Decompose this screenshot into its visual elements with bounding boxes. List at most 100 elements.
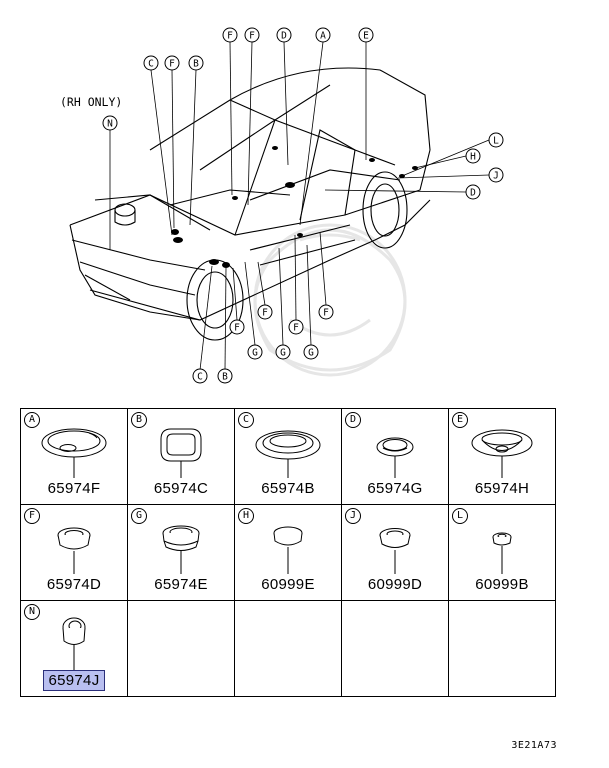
grommet-plug-icon <box>379 528 411 574</box>
svg-text:N: N <box>107 119 113 130</box>
part-number: 65974C <box>153 480 209 497</box>
svg-text:D: D <box>281 31 287 42</box>
grommet-dome-icon <box>471 429 533 478</box>
callout-f: F <box>257 304 273 320</box>
empty-cell <box>127 600 235 697</box>
empty-cell <box>341 600 449 697</box>
callout-f: F <box>222 27 238 43</box>
callout-e: E <box>358 27 374 43</box>
part-letter: J <box>345 508 361 524</box>
svg-text:J: J <box>493 171 499 182</box>
table-row: A 65974F B 65974C C <box>20 408 556 505</box>
svg-text:G: G <box>252 348 258 359</box>
grommet-ring-large-icon <box>255 430 321 478</box>
empty-cell <box>234 600 342 697</box>
svg-text:G: G <box>280 348 286 359</box>
part-number: 60999E <box>261 576 315 593</box>
svg-text:G: G <box>308 348 314 359</box>
callout-d: D <box>276 27 292 43</box>
rh-only-note: (RH ONLY) <box>60 95 122 109</box>
callout-j: J <box>488 167 504 183</box>
part-number: 65974H <box>474 480 530 497</box>
callout-a: A <box>315 27 331 43</box>
figure-code: 3E21A73 <box>511 740 557 751</box>
empty-cell <box>448 600 556 697</box>
part-cell-n[interactable]: N 65974J <box>20 600 128 697</box>
highlighted-part-label: 65974J <box>43 670 105 691</box>
svg-text:B: B <box>222 372 228 383</box>
part-letter: A <box>24 412 40 428</box>
part-number: 65974E <box>154 576 208 593</box>
part-cell-c[interactable]: C 65974B <box>234 408 342 505</box>
callout-g: G <box>247 344 263 360</box>
svg-text:F: F <box>234 323 240 334</box>
part-number: 60999B <box>475 576 529 593</box>
svg-text:L: L <box>493 136 499 147</box>
callout-c: C <box>192 368 208 384</box>
grommet-cap-icon <box>273 526 303 574</box>
part-number: 65974D <box>46 576 102 593</box>
watermark <box>253 223 407 377</box>
callout-f: F <box>229 319 245 335</box>
part-cell-b[interactable]: B 65974C <box>127 408 235 505</box>
svg-text:F: F <box>323 308 329 319</box>
callout-g: G <box>303 344 319 360</box>
callout-f: F <box>288 319 304 335</box>
grommet-tall-icon <box>62 617 86 670</box>
part-letter: B <box>131 412 147 428</box>
part-cell-h[interactable]: H 60999E <box>234 504 342 601</box>
callout-b: B <box>217 368 233 384</box>
part-cell-j[interactable]: J 60999D <box>341 504 449 601</box>
part-letter: G <box>131 508 147 524</box>
svg-text:F: F <box>262 308 268 319</box>
callout-f: F <box>244 27 260 43</box>
svg-text:F: F <box>227 31 233 42</box>
part-number: 65974B <box>261 480 315 497</box>
callout-h: H <box>465 148 481 164</box>
grommet-ring-small-icon <box>376 437 414 478</box>
grommet-square-icon <box>160 428 202 478</box>
part-number: 65974F <box>47 480 101 497</box>
callout-c: C <box>143 55 159 71</box>
callout-g: G <box>275 344 291 360</box>
part-cell-d[interactable]: D 65974G <box>341 408 449 505</box>
svg-text:F: F <box>169 59 175 70</box>
callout-l: L <box>488 132 504 148</box>
part-letter: N <box>24 604 40 620</box>
svg-text:C: C <box>197 372 203 383</box>
callout-f: F <box>164 55 180 71</box>
leader-lines <box>109 41 490 371</box>
part-letter: D <box>345 412 361 428</box>
grommet-flat-large-icon <box>41 428 107 478</box>
part-number: 60999D <box>367 576 423 593</box>
vehicle-diagram: (RH ONLY) F F D A E C F B N L H J D F F … <box>60 27 504 384</box>
svg-text:E: E <box>363 31 369 42</box>
svg-text:F: F <box>249 31 255 42</box>
grommet-plug-flange-icon <box>162 525 200 574</box>
part-cell-l[interactable]: L 60999B <box>448 504 556 601</box>
part-letter: F <box>24 508 40 524</box>
svg-text:H: H <box>470 152 476 163</box>
part-cell-e[interactable]: E 65974H <box>448 408 556 505</box>
part-cell-a[interactable]: A 65974F <box>20 408 128 505</box>
part-number: 65974G <box>367 480 423 497</box>
parts-table: A 65974F B 65974C C <box>20 408 556 697</box>
callout-labels: F F D A E C F B N L H J D F F F F G G G … <box>102 27 504 384</box>
callout-d: D <box>465 184 481 200</box>
part-number-highlighted: 65974J <box>21 670 127 691</box>
grommet-tiny-icon <box>492 532 512 574</box>
part-cell-f[interactable]: F 65974D <box>20 504 128 601</box>
callout-b: B <box>188 55 204 71</box>
part-cell-g[interactable]: G 65974E <box>127 504 235 601</box>
part-letter: C <box>238 412 254 428</box>
svg-text:C: C <box>148 59 154 70</box>
svg-text:D: D <box>470 188 476 199</box>
grommet-plug-icon <box>57 527 91 574</box>
svg-text:F: F <box>293 323 299 334</box>
svg-text:B: B <box>193 59 199 70</box>
table-row: F 65974D G 65974E H <box>20 504 556 601</box>
part-letter: L <box>452 508 468 524</box>
part-letter: H <box>238 508 254 524</box>
part-letter: E <box>452 412 468 428</box>
svg-text:A: A <box>320 31 326 42</box>
